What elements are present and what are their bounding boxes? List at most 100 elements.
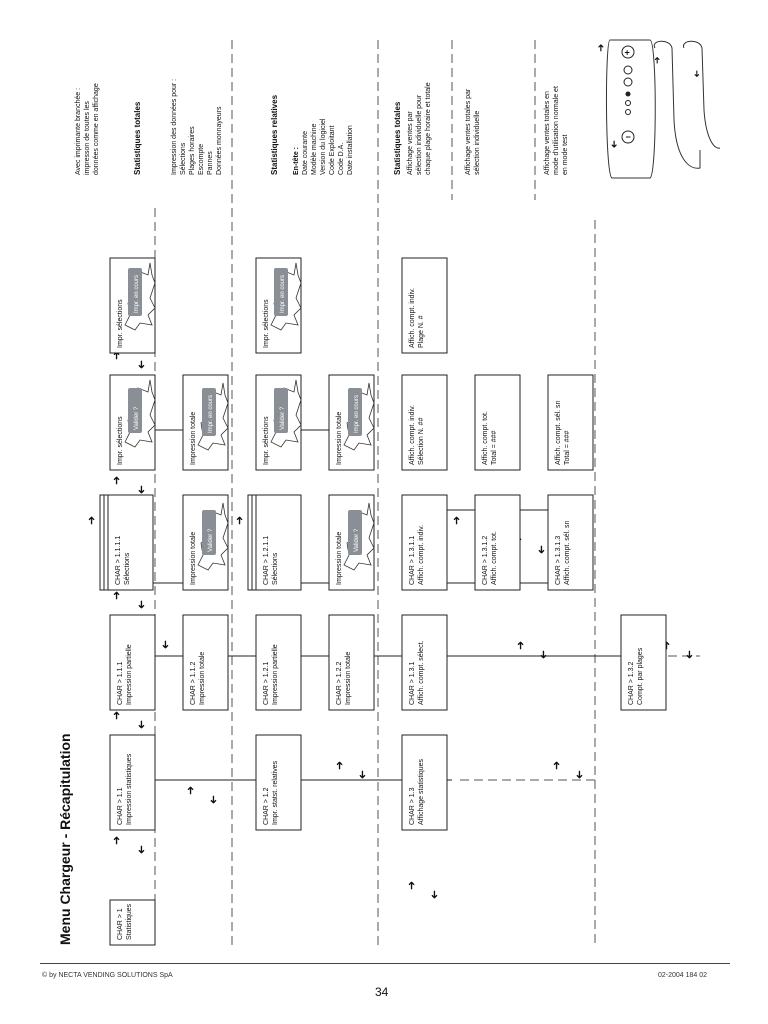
svg-text:Affich. compt. indiv.: Affich. compt. indiv. xyxy=(409,405,416,465)
svg-text:Total = ###: Total = ### xyxy=(564,430,571,465)
arrow-icon: ➜ xyxy=(356,770,368,779)
svg-text:Impression partielle: Impression partielle xyxy=(126,644,133,705)
svg-text:Code Exploitant: Code Exploitant xyxy=(329,126,336,175)
menu-box-char1: CHAR > 1 Statistiques xyxy=(109,899,156,946)
notes-entete: Date courante Modèle machine Version du … xyxy=(302,118,354,175)
impression-totale-box: Impression totale Impr. en cours xyxy=(328,374,375,471)
arrow-icon: ➜ xyxy=(207,795,219,804)
svg-text:Affich. compt. sélect.: Affich. compt. sélect. xyxy=(418,640,425,705)
plus-button-icon xyxy=(621,45,635,59)
svg-text:CHAR > 1: CHAR > 1 xyxy=(117,908,124,940)
doc-reference: 02-2004 184 02 xyxy=(658,972,708,979)
arrow-icon: ➜ xyxy=(111,351,123,360)
arrow-icon: ➜ xyxy=(135,485,147,494)
svg-text:Impression totale: Impression totale xyxy=(190,412,197,465)
svg-text:données comme en affichage: données comme en affichage xyxy=(93,83,100,175)
svg-text:Sélections: Sélections xyxy=(272,552,279,585)
svg-text:+: + xyxy=(625,48,630,58)
svg-text:Version du logiciel: Version du logiciel xyxy=(320,118,327,175)
svg-text:Impression partielle: Impression partielle xyxy=(272,644,279,705)
svg-text:mode d'utilisation normale et: mode d'utilisation normale et xyxy=(553,86,560,175)
svg-text:sélection individuelle: sélection individuelle xyxy=(474,111,481,175)
arrow-icon: ➜ xyxy=(573,770,585,779)
copyright: © by NECTA VENDING SOLUTIONS SpA xyxy=(42,972,173,979)
svg-text:Affich. compt. indiv.: Affich. compt. indiv. xyxy=(409,288,416,348)
svg-text:Pannes: Pannes xyxy=(207,151,214,175)
svg-text:Impression totale: Impression totale xyxy=(336,412,343,465)
connectors xyxy=(127,429,640,781)
impr-selections-box: Impr. sélections Valider ? xyxy=(255,374,302,471)
svg-text:Statistiques: Statistiques xyxy=(126,903,133,940)
finger-icon xyxy=(683,40,721,149)
svg-text:Affichage ventes totales en: Affichage ventes totales en xyxy=(544,91,551,175)
svg-text:Plages horaires: Plages horaires xyxy=(189,126,196,175)
finger-icon xyxy=(653,40,701,169)
arrow-icon: ➜ xyxy=(537,650,549,659)
page-title: Menu Chargeur - Récapitulation xyxy=(57,733,73,945)
arrow-icon: ➜ xyxy=(111,591,123,600)
svg-text:Affich. compt. sél. sn: Affich. compt. sél. sn xyxy=(564,520,571,585)
impr-selections-box: Impr. sélections Impr. en cours xyxy=(255,257,302,354)
stats-totales-heading: Statistiques totales xyxy=(133,101,142,175)
svg-text:Affich. compt. tot.: Affich. compt. tot. xyxy=(491,531,498,585)
arrow-icon: ➜ xyxy=(428,890,440,899)
svg-text:CHAR > 1.3.2: CHAR > 1.3.2 xyxy=(628,662,635,705)
svg-text:CHAR > 1.3.1.2: CHAR > 1.3.1.2 xyxy=(482,536,489,585)
svg-text:CHAR > 1.2.2: CHAR > 1.2.2 xyxy=(336,662,343,705)
svg-text:CHAR > 1.2.1.1: CHAR > 1.2.1.1 xyxy=(263,536,270,585)
svg-text:impresson de toutes les: impresson de toutes les xyxy=(84,101,91,175)
svg-text:Impr. sélections: Impr. sélections xyxy=(117,416,124,465)
notes-stats-totales: Impression des données pour : Sélections… xyxy=(171,79,223,175)
menu-box-char1312: CHAR > 1.3.1.2 Affich. compt. tot. xyxy=(474,494,521,591)
svg-text:Escompte: Escompte xyxy=(198,144,205,175)
svg-text:Avec imprimante branchée :: Avec imprimante branchée : xyxy=(75,88,82,175)
svg-text:Impression totale: Impression totale xyxy=(190,532,197,585)
menu-box-char112: CHAR > 1.1.2 Impression totale xyxy=(182,614,229,711)
svg-text:Valider ?: Valider ? xyxy=(354,528,360,552)
svg-text:en mode test: en mode test xyxy=(562,134,569,175)
notes-stats-totales-2: Affichage ventes par sélection individue… xyxy=(407,82,432,175)
menu-box-char122: CHAR > 1.2.2 Impression totale xyxy=(328,614,375,711)
footer-rule xyxy=(40,963,730,964)
impr-selections-box: Impr. sélections Valider ? xyxy=(109,374,156,471)
svg-text:Affichage ventes par: Affichage ventes par xyxy=(407,111,414,175)
entete-heading: En-tête : xyxy=(293,147,300,175)
svg-text:chaque plage horaire et totale: chaque plage horaire et totale xyxy=(425,82,432,175)
menu-box-char121: CHAR > 1.2.1 Impression partielle xyxy=(255,614,302,711)
arrow-icon: ➜ xyxy=(334,761,346,770)
svg-text:Sélections: Sélections xyxy=(124,552,131,585)
arrow-icon: ➜ xyxy=(159,640,171,649)
svg-text:Sélections: Sélections xyxy=(180,142,187,175)
arrow-icon: ➜ xyxy=(515,641,527,650)
svg-text:Code D.A.: Code D.A. xyxy=(338,143,345,175)
arrow-icon: ➜ xyxy=(683,650,695,659)
menu-diagram: Menu Chargeur - Récapitulation ➜ ➜ ➜ ➜ ➜… xyxy=(57,39,721,946)
menu-box-char1313: CHAR > 1.3.1.3 Affich. compt. sél. sn xyxy=(547,494,594,591)
notes-affichage-normale: Affichage ventes totales en mode d'utili… xyxy=(544,86,569,175)
svg-text:CHAR > 1.3.1: CHAR > 1.3.1 xyxy=(409,662,416,705)
svg-text:Valider ?: Valider ? xyxy=(208,528,214,552)
svg-text:CHAR > 1.2.1: CHAR > 1.2.1 xyxy=(263,662,270,705)
notes-printer: Avec imprimante branchée : impresson de … xyxy=(75,83,100,175)
impression-totale-box: Impression totale Impr. en cours xyxy=(182,374,229,471)
menu-box-char131: CHAR > 1.3.1 Affich. compt. sélect. xyxy=(401,614,448,711)
svg-text:Impr. sélections: Impr. sélections xyxy=(263,416,270,465)
menu-box-char1311: CHAR > 1.3.1.1 Affich. compt. indiv. xyxy=(401,494,448,591)
svg-text:CHAR > 1.1.1.1: CHAR > 1.1.1.1 xyxy=(115,536,122,585)
arrow-icon: ➜ xyxy=(596,44,607,52)
arrow-icon: ➜ xyxy=(135,720,147,729)
svg-text:Impr. en cours: Impr. en cours xyxy=(134,275,140,313)
impression-totale-box: Impression totale Valider ? xyxy=(182,494,229,591)
svg-text:CHAR > 1.1.2: CHAR > 1.1.2 xyxy=(190,662,197,705)
menu-box-char111: CHAR > 1.1.1 Impression partielle xyxy=(109,614,156,711)
menu-box-char13: CHAR > 1.3 Affichage statistiques xyxy=(401,734,448,831)
arrow-icon: ➜ xyxy=(135,600,147,609)
svg-text:Date installation: Date installation xyxy=(347,125,354,175)
menu-box-char1211: CHAR > 1.2.1.1 Sélections xyxy=(247,494,302,591)
svg-text:Compt. par plages: Compt. par plages xyxy=(637,647,644,705)
counter-individual-range-box: Affich. compt. indiv. Plage N. # xyxy=(401,257,448,354)
svg-text:CHAR > 1.3.1.3: CHAR > 1.3.1.3 xyxy=(555,536,562,585)
counter-total-box: Affich. compt. tot. Total = ### xyxy=(474,374,521,471)
svg-text:Modèle machine: Modèle machine xyxy=(311,124,318,175)
svg-text:Affichage statistiques: Affichage statistiques xyxy=(418,758,425,825)
